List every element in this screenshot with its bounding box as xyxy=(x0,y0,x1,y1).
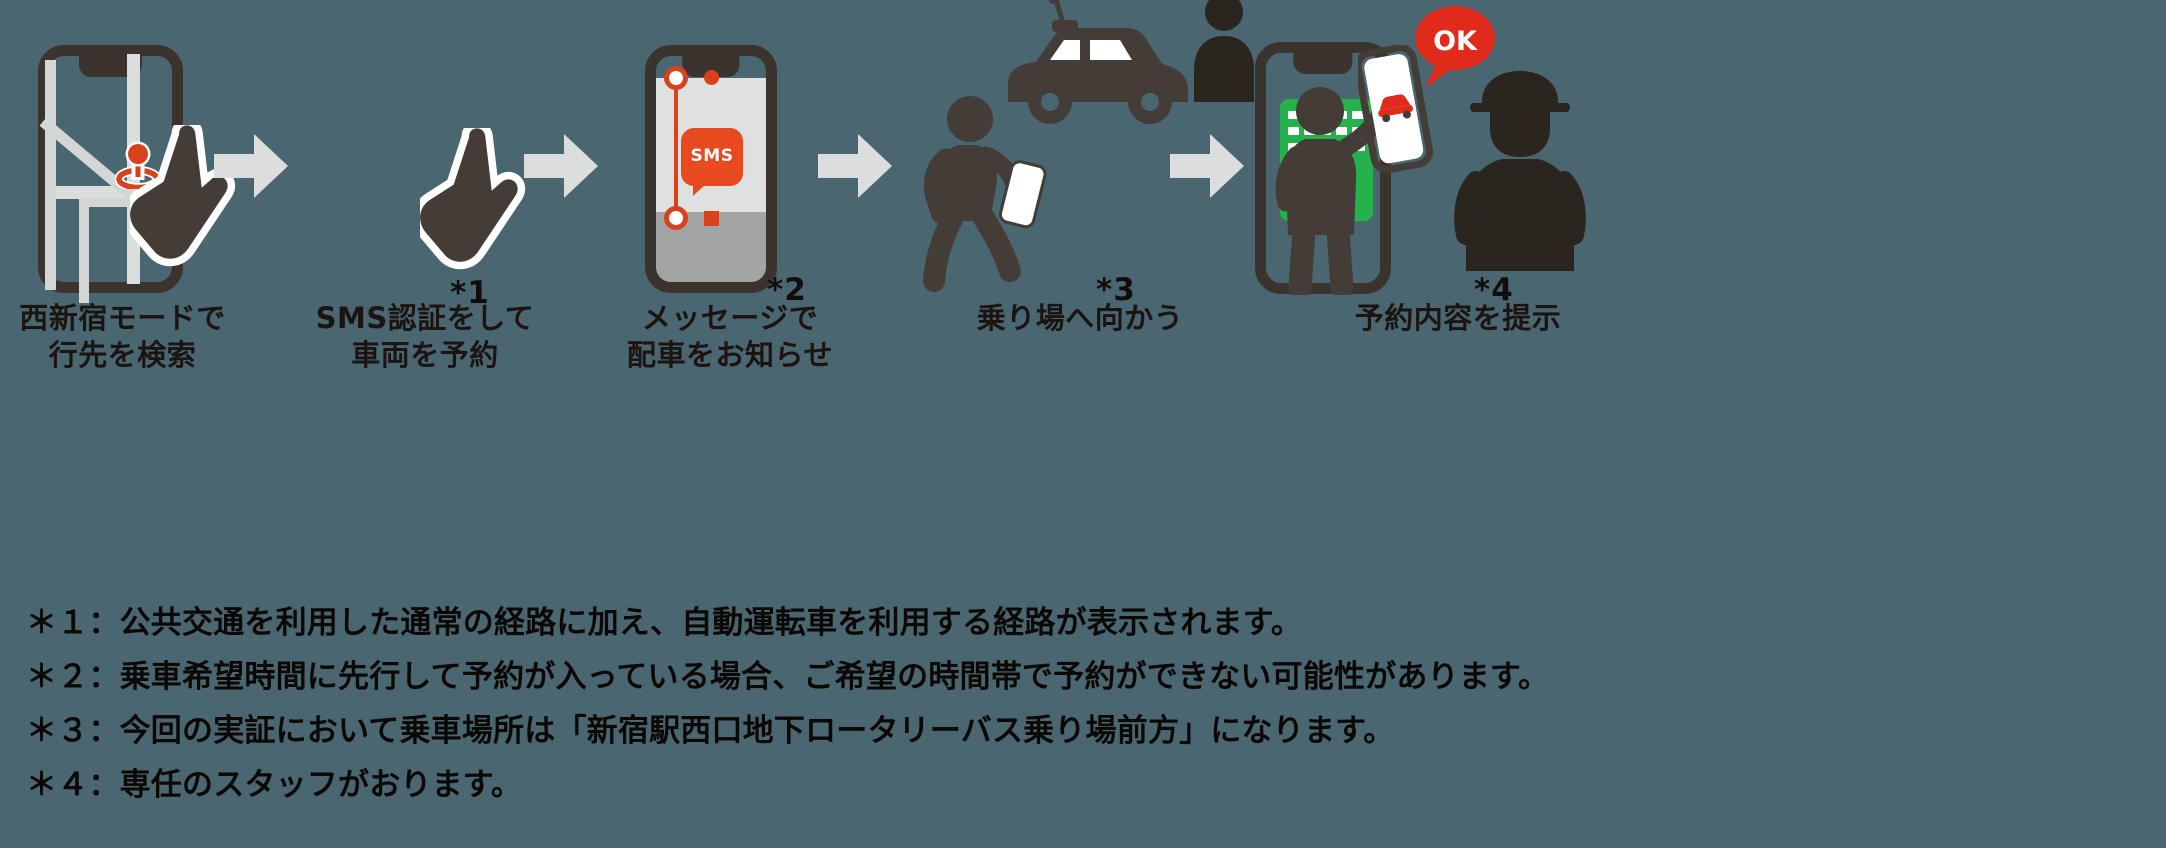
ok-balloon-label: OK xyxy=(1433,26,1478,57)
step-3-caption: メッセージで 配車をお知らせ xyxy=(627,301,833,373)
route-marker-dot xyxy=(704,70,719,85)
sms-badge-label: SMS xyxy=(690,146,734,166)
step-2-sms-auth-reserve: SMS *1 SMS認証をして 車両を予約 xyxy=(300,0,777,400)
route-track-line xyxy=(674,78,678,218)
autonomous-vehicle-icon xyxy=(992,0,1272,144)
step-2-note-ref: *1 xyxy=(450,275,490,311)
staff-person-icon xyxy=(1448,65,1618,299)
walking-person-icon xyxy=(910,95,1080,299)
route-marker-square xyxy=(704,211,719,226)
arrow-right-icon xyxy=(212,130,290,202)
footnote-1: ＊１：公共交通を利用した通常の経路に加え、自動運転車を利用する経路が表示されます… xyxy=(26,605,1303,641)
arrow-right-icon xyxy=(816,130,894,202)
footnote-4: ＊４：専任のスタッフがおります。 xyxy=(26,767,523,803)
route-node-start xyxy=(664,66,688,90)
pointing-hand-cursor-icon xyxy=(412,120,530,277)
step-5-show-reservation: OK *4 予約内容を提示 xyxy=(1258,0,1658,400)
pointing-hand-cursor-icon xyxy=(122,117,240,274)
arrow-right-icon xyxy=(522,130,600,202)
phone-notch xyxy=(1293,52,1353,74)
route-node-end xyxy=(664,206,688,230)
step-4-caption: 乗り場へ向かう xyxy=(976,301,1184,335)
step-3-note-ref: *2 xyxy=(767,272,807,308)
map-road-vertical-2 xyxy=(79,198,89,303)
step-4-walk-to-pickup: *3 乗り場へ向かう xyxy=(900,0,1260,400)
process-flow-strip: 西新宿モードで 行先を検索 SMS xyxy=(0,0,2166,400)
show-reservation-staff-icon: OK xyxy=(1258,0,1658,300)
footnotes-block: ＊１：公共交通を利用した通常の経路に加え、自動運転車を利用する経路が表示されます… xyxy=(26,596,2146,812)
sms-badge-tail xyxy=(693,182,708,196)
sms-badge: SMS xyxy=(681,128,743,196)
step-1-caption: 西新宿モードで 行先を検索 xyxy=(19,301,226,373)
arrow-right-icon xyxy=(1168,130,1246,202)
footnote-2: ＊２：乗車希望時間に先行して予約が入っている場合、ご希望の時間帯で予約ができない… xyxy=(26,659,1550,695)
phone-notch xyxy=(682,55,740,77)
phone-notch xyxy=(78,55,143,77)
map-phone-tap-icon xyxy=(0,0,245,303)
phone-frame: SMS xyxy=(645,45,777,293)
map-pin-icon xyxy=(114,141,162,192)
step-4-note-ref: *3 xyxy=(1096,272,1136,308)
map-road-left-edge xyxy=(45,60,56,290)
footnote-3: ＊３：今回の実証において乗車場所は「新宿駅西口地下ロータリーバス乗り場前方」にな… xyxy=(26,713,1395,749)
held-phone-with-vehicle-icon xyxy=(1354,44,1438,179)
ok-speech-balloon-icon: OK xyxy=(1403,0,1507,96)
step-5-note-ref: *4 xyxy=(1474,272,1514,308)
step-5-caption: 予約内容を提示 xyxy=(1354,301,1562,335)
map-road-horizontal-2 xyxy=(79,198,157,207)
walking-person-vehicle-icon xyxy=(900,0,1260,300)
sms-phone-tap-icon: SMS xyxy=(300,0,777,300)
step-1-search-destination: 西新宿モードで 行先を検索 xyxy=(0,0,245,400)
step-2-caption: SMS認証をして 車両を予約 xyxy=(315,301,535,373)
